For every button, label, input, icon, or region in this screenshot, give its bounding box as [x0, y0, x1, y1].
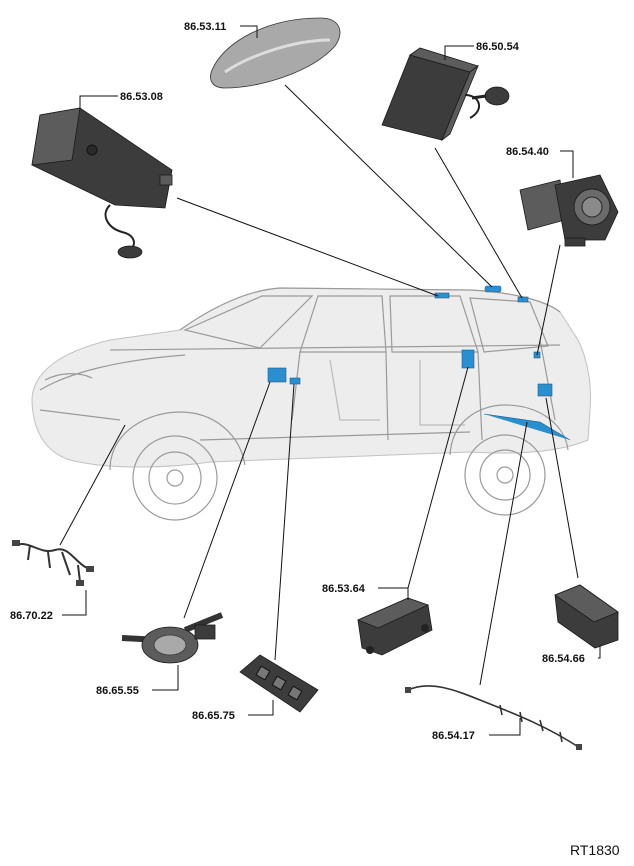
callout-86-50-54: 86.50.54 [476, 41, 520, 53]
figure-reference: RT1830 [570, 842, 620, 858]
component-module-flat [356, 597, 433, 656]
vehicle-highlight-pillar-module [461, 349, 475, 369]
component-rear-module [554, 584, 619, 649]
callout-86-65-55: 86.65.55 [96, 685, 139, 697]
vehicle-highlight-roof-antenna [484, 285, 502, 293]
vehicle-highlight-rear-module [517, 296, 529, 303]
callout-86-53-11: 86.53.11 [184, 21, 226, 33]
callout-86-54-40: 86.54.40 [506, 146, 549, 158]
callout-86-53-08: 86.53.08 [120, 91, 163, 103]
component-rear-camera [519, 174, 619, 247]
component-wiring-harness-rear [405, 685, 582, 750]
callout-labels: 86.53.11 86.50.54 86.53.08 86.54.40 86.5… [10, 21, 585, 742]
callout-86-70-22: 86.70.22 [10, 610, 53, 622]
vehicle-highlight-rear-harness [483, 413, 571, 441]
callout-86-65-75: 86.65.75 [192, 710, 235, 722]
component-shark-fin-antenna [210, 17, 341, 89]
callout-86-53-64: 86.53.64 [322, 583, 366, 595]
callout-86-54-66: 86.54.66 [542, 653, 585, 665]
vehicle-highlight-switch-pack [289, 377, 301, 385]
component-control-module-large [31, 107, 173, 259]
callout-86-54-17: 86.54.17 [432, 730, 475, 742]
component-window-switch-pack [239, 654, 319, 713]
leader-lines [59, 25, 601, 736]
vehicle-xray [31, 285, 591, 521]
vehicle-highlight-roof-module [434, 292, 450, 299]
component-steering-column-switch [121, 612, 224, 664]
component-wiring-harness-front [12, 540, 94, 586]
component-telematics-module [381, 47, 510, 142]
vehicle-highlight-steering-column [267, 367, 287, 383]
vehicle-highlight-rear-control-unit [537, 383, 553, 397]
